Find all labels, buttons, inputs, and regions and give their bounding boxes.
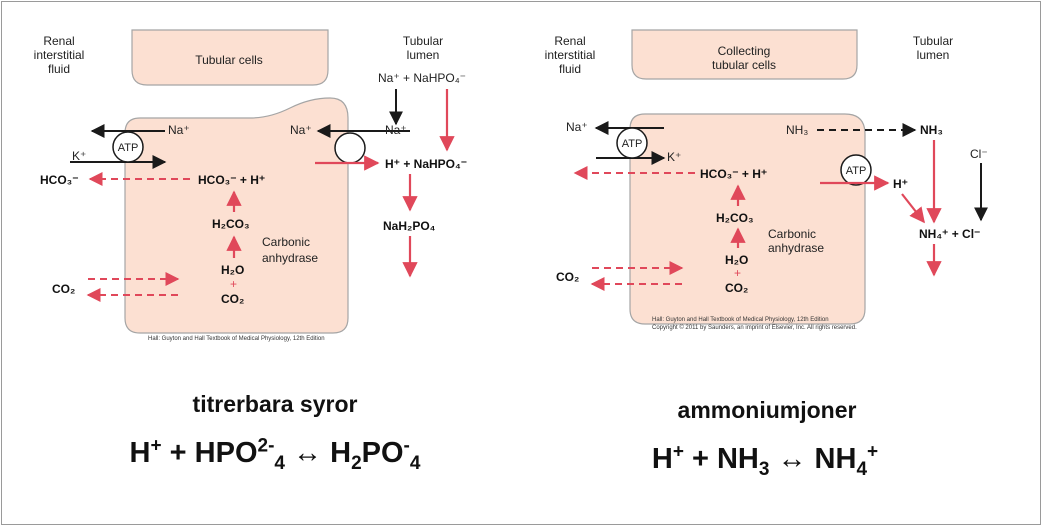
right-panel: Renal interstitial fluid Collecting tubu… (545, 29, 988, 331)
right-h2co3-label: H₂CO₃ (716, 211, 754, 225)
left-exchanger (334, 132, 366, 164)
right-atp-h-label: ATP (846, 165, 867, 177)
left-na-nahpo4-label: Na⁺ + NaHPO₄⁻ (378, 71, 466, 85)
right-eq-b: + NH (683, 443, 759, 475)
left-main-cell (124, 97, 349, 334)
left-h2o-label: H₂O (221, 263, 244, 277)
right-lumen-label: lumen (917, 48, 950, 62)
right-eq-a-sup: + (672, 441, 684, 463)
right-equation: H+ + NH3 ↔ NH4+ (580, 441, 950, 478)
left-eq-b: + HPO (161, 437, 258, 469)
left-nah2po4-label: NaH₂PO₄ (383, 219, 436, 233)
left-credit: Hall: Guyton and Hall Textbook of Medica… (148, 336, 325, 342)
left-eq-c-sub: 2 (351, 452, 362, 474)
left-na-out-label: Na⁺ (168, 123, 190, 137)
left-h2co3-label: H₂CO₃ (212, 217, 250, 231)
right-eq-c-sub: 4 (856, 458, 868, 480)
left-eq-arrow: ↔ H (285, 437, 352, 469)
right-h-atpase (840, 154, 872, 186)
right-tubular-label: Tubular (913, 34, 953, 48)
right-main-cell (629, 113, 866, 325)
right-collecting-label: Collecting (718, 44, 771, 58)
right-caption-title: ammoniumjoner (677, 397, 857, 423)
left-hco3-out-label: HCO₃⁻ (40, 173, 79, 187)
left-eq-c-sup: - (403, 435, 410, 457)
left-interstitial-label: interstitial (34, 48, 85, 62)
left-renal-label: Renal (43, 34, 74, 48)
right-cl-top-label: Cl⁻ (970, 147, 988, 161)
right-nh3-lumen-label: NH₃ (920, 123, 943, 137)
right-anhydrase-label: anhydrase (768, 241, 824, 255)
left-plus-label: + (230, 277, 237, 291)
left-upper-cell (131, 29, 329, 86)
right-carbonic-label: Carbonic (768, 227, 816, 241)
left-equation: H+ + HPO2-4 ↔ H2PO-4 (60, 435, 490, 472)
left-k-label: K⁺ (72, 149, 86, 163)
right-eq-c-sup: + (867, 441, 879, 463)
left-co2-label: CO₂ (52, 282, 75, 296)
right-na-label: Na⁺ (566, 120, 588, 134)
left-tubular-label: Tubular (403, 34, 443, 48)
left-eq-c-sub2: 4 (409, 452, 421, 474)
left-na-lumen-label: Na⁺ (385, 123, 407, 137)
right-eq-arrow: ↔ NH (769, 443, 857, 475)
right-co2-cell-label: CO₂ (725, 281, 748, 295)
left-atp-label: ATP (118, 142, 139, 154)
left-caption-title: titrerbara syror (192, 391, 358, 417)
left-tubular-cells-label: Tubular cells (195, 53, 263, 67)
left-fluid-label: fluid (48, 62, 70, 76)
right-upper-cell (631, 29, 858, 80)
right-renal-label: Renal (554, 34, 585, 48)
left-na-mid-label: Na⁺ (290, 123, 312, 137)
right-k-label: K⁺ (667, 150, 681, 164)
right-h2o-label: H₂O (725, 253, 748, 267)
right-fluid-label: fluid (559, 62, 581, 76)
right-credit-2: Copyright © 2011 by Saunders, an imprint… (652, 324, 857, 331)
right-tubular-cells-label: tubular cells (712, 58, 776, 72)
left-eq-b-sup: 2- (257, 435, 275, 457)
left-eq-a-sup: + (150, 435, 162, 457)
left-anhydrase-label: anhydrase (262, 251, 318, 265)
right-credit-1: Hall: Guyton and Hall Textbook of Medica… (652, 317, 829, 323)
right-atp-pump (616, 127, 648, 159)
right-h-combine-arrow (901, 193, 925, 224)
right-nh4-cl-label: NH₄⁺ + Cl⁻ (919, 227, 980, 241)
left-co2-cell-label: CO₂ (221, 292, 244, 306)
left-eq-c: PO (361, 437, 404, 469)
left-hco3-h-label: HCO₃⁻ + H⁺ (198, 173, 265, 187)
left-atp-pump (112, 131, 144, 163)
right-interstitial-label: interstitial (545, 48, 596, 62)
right-eq-a: H (651, 443, 673, 475)
left-panel: Renal interstitial fluid Tubular cells T… (34, 29, 467, 342)
right-hco3-h-label: HCO₃⁻ + H⁺ (700, 167, 767, 181)
right-nh3-cell-label: NH₃ (786, 123, 808, 137)
right-plus-label: + (734, 266, 741, 280)
left-eq-a: H (129, 437, 151, 469)
right-h-lumen-label: H⁺ (893, 177, 908, 191)
left-lumen-label: lumen (407, 48, 440, 62)
left-carbonic-label: Carbonic (262, 235, 310, 249)
left-eq-b-sub: 4 (274, 452, 285, 474)
right-co2-label: CO₂ (556, 270, 579, 284)
right-atp-na-label: ATP (622, 138, 643, 150)
right-eq-b-sub: 3 (758, 458, 770, 480)
left-h-nahpo4-label: H⁺ + NaHPO₄⁻ (385, 157, 467, 171)
